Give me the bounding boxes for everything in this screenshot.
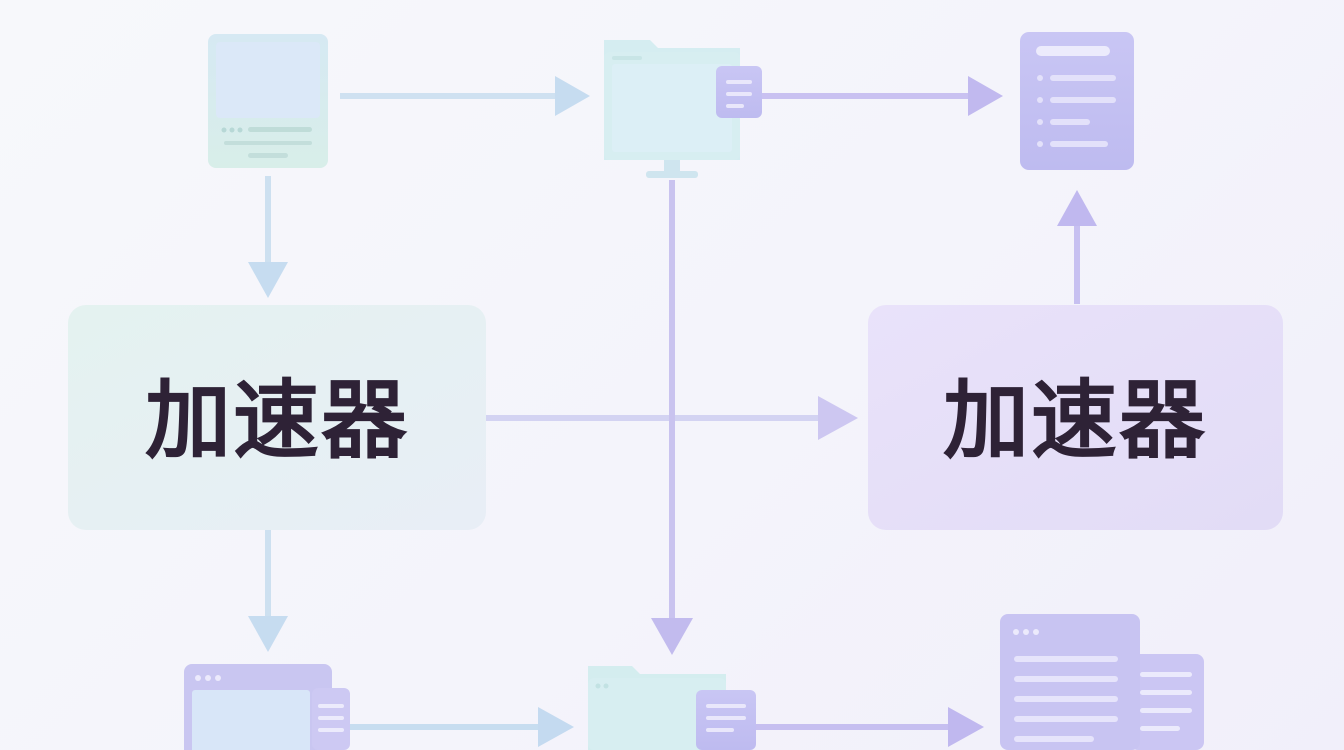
arrow-left-box-down xyxy=(248,530,288,652)
arrow-top-middle-down xyxy=(651,180,693,655)
folder-document-icon xyxy=(588,666,756,750)
node-left-accelerator: 加速器 xyxy=(68,305,486,530)
arrow-bottom-left-to-bottom-middle xyxy=(350,707,574,747)
arrow-top-left-down xyxy=(248,176,288,298)
browser-window-icon xyxy=(184,664,350,750)
node-left-label: 加速器 xyxy=(145,371,409,471)
arrow-top-left-to-top-middle xyxy=(340,76,590,116)
stacked-documents-icon xyxy=(1000,614,1204,750)
arrow-left-box-to-right-box xyxy=(486,396,858,440)
arrow-top-middle-to-top-right xyxy=(762,76,1003,116)
folder-monitor-icon xyxy=(604,40,762,178)
node-right-accelerator: 加速器 xyxy=(868,305,1283,530)
arrow-bottom-middle-to-bottom-right xyxy=(756,707,984,747)
window-card-icon xyxy=(208,34,328,168)
node-right-label: 加速器 xyxy=(943,371,1207,471)
arrow-right-box-up xyxy=(1057,190,1097,304)
document-icon xyxy=(1020,32,1134,170)
